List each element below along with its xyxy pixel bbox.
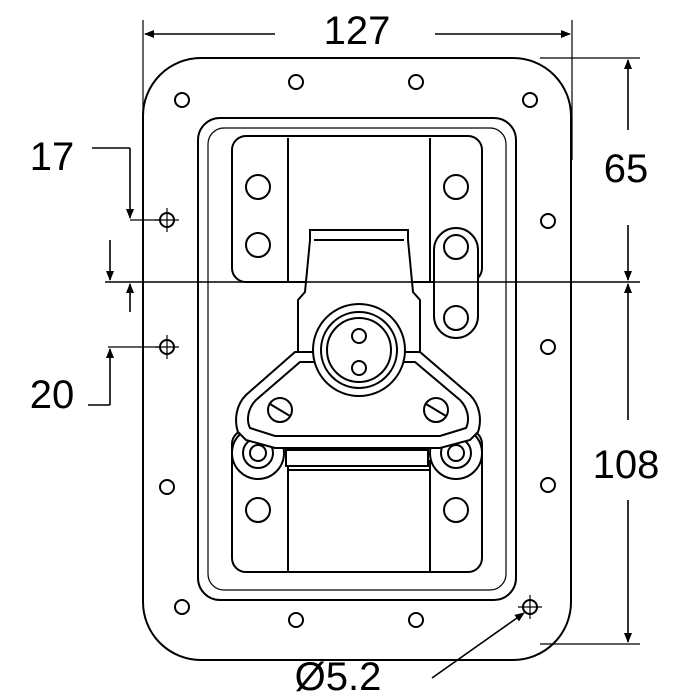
- dimension-right: 65 108: [540, 57, 660, 645]
- rotating-disc: [312, 303, 406, 397]
- keeper-bracket: [231, 135, 483, 283]
- bottom-offset-dimension-label: 20: [30, 373, 75, 417]
- lower-height-dimension-label: 108: [593, 443, 660, 487]
- hole-diameter-dimension-label: Ø5.2: [295, 655, 382, 699]
- upper-height-dimension-label: 65: [604, 147, 649, 191]
- width-dimension-label: 127: [324, 9, 391, 53]
- dimension-width: 127: [142, 9, 573, 160]
- outer-dish-plate: [142, 57, 572, 661]
- top-offset-dimension-label: 17: [30, 135, 75, 179]
- dimension-hole-diameter: Ø5.2: [295, 612, 525, 699]
- mounting-holes: [159, 74, 556, 628]
- slotted-link: [433, 227, 479, 339]
- butterfly-lever: [235, 351, 481, 449]
- dimension-left: 17 20: [30, 135, 160, 417]
